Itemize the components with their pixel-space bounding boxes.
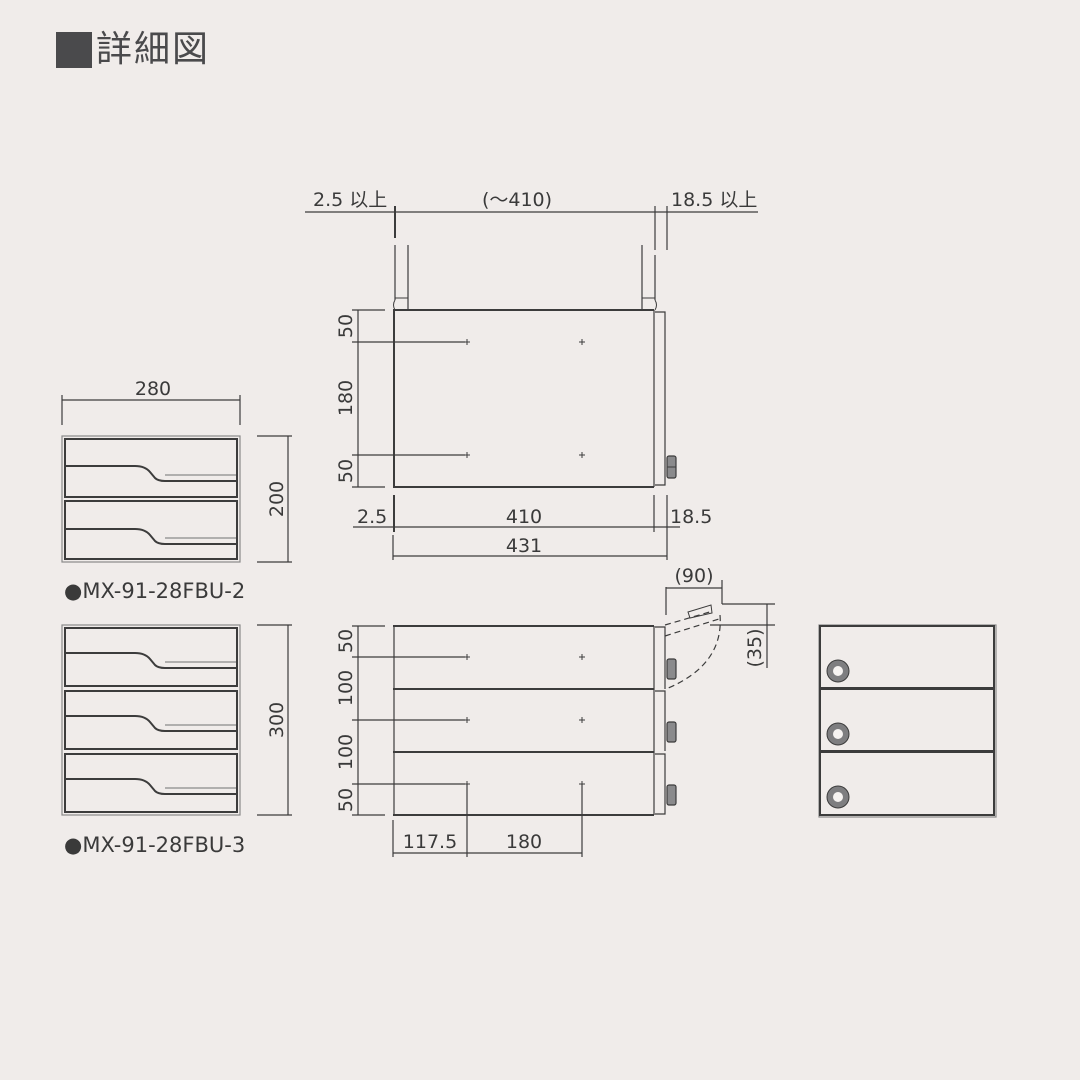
- model-2-label: ●MX-91-28FBU-2: [64, 579, 245, 603]
- model-3-front-locks: [818, 624, 997, 818]
- dim-right-clearance: 18.5 以上: [671, 189, 757, 211]
- model-3-side: (90) (35) 50 100 100 50 117.5 180: [335, 565, 775, 857]
- top-view: 2.5 以上 (〜410) 18.5 以上 50 180 50: [305, 189, 758, 560]
- page-title: 詳細図: [56, 30, 210, 70]
- dim-span-approx: (〜410): [482, 189, 552, 211]
- dim-h-left: 117.5: [403, 831, 457, 853]
- dim-v2: 100: [335, 670, 357, 706]
- dim-v-top: 50: [335, 314, 357, 338]
- model-2-front: 280 200 ●MX-91-28FBU-2: [61, 378, 292, 603]
- model-3-front: 300 ●MX-91-28FBU-3: [61, 624, 292, 857]
- dim-v-bot: 50: [335, 459, 357, 483]
- dim-b-right: 18.5: [670, 506, 712, 528]
- dim-height-200: 200: [266, 481, 288, 517]
- title-square-icon: [56, 32, 92, 68]
- dim-v4: 50: [335, 788, 357, 812]
- dim-b-mid: 410: [506, 506, 542, 528]
- dim-left-clearance: 2.5 以上: [313, 189, 387, 211]
- dim-b-left: 2.5: [357, 506, 387, 528]
- dim-b-total: 431: [506, 535, 542, 557]
- dim-v1: 50: [335, 629, 357, 653]
- dim-height-300: 300: [266, 702, 288, 738]
- dim-h-mid: 180: [506, 831, 542, 853]
- dim-door-open: (90): [674, 565, 713, 587]
- dim-door-rise: (35): [744, 628, 766, 667]
- model-3-label: ●MX-91-28FBU-3: [64, 833, 245, 857]
- title-text: 詳細図: [96, 29, 211, 70]
- dim-width-280: 280: [135, 378, 171, 400]
- dim-v-mid: 180: [335, 380, 357, 416]
- dim-v3: 100: [335, 734, 357, 770]
